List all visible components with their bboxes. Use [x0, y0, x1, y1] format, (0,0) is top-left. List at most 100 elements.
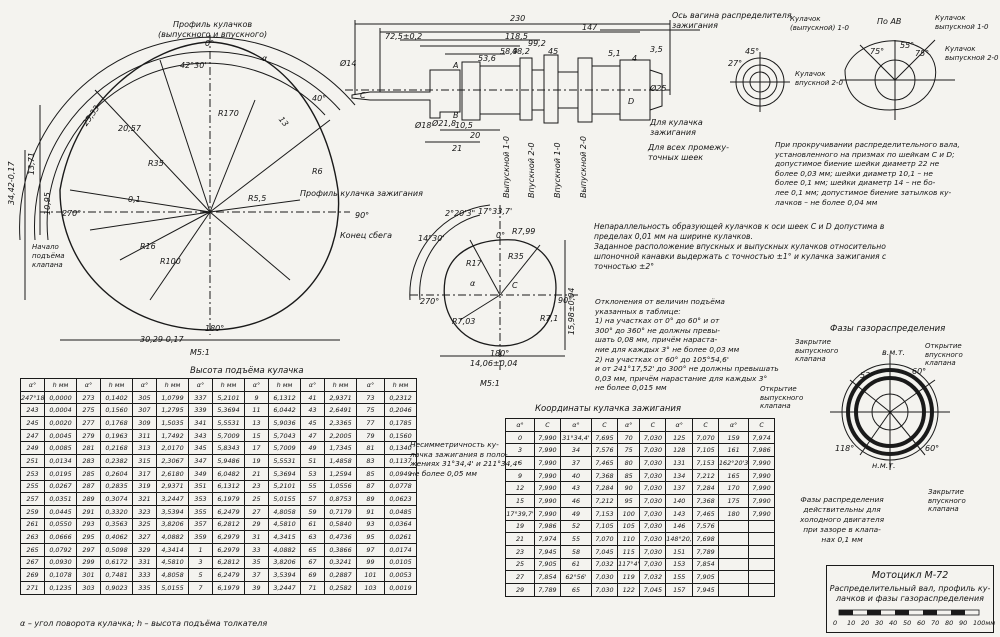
- lift-table-cell: 307: [132, 403, 157, 418]
- ign-table-cell: 23: [504, 544, 536, 559]
- parallelism-note: Непараллельность образующей кулачков к о…: [594, 222, 887, 271]
- lift-table-cell: 0,1560: [384, 428, 417, 443]
- ign-table-cell: 7,974: [534, 532, 561, 546]
- ign-table-cell: 7,030: [639, 506, 667, 521]
- cam-dim: α: [262, 54, 268, 63]
- ign-table-cell: 153: [665, 557, 694, 572]
- title-block: Мотоцикл М-72 Распределительный вал, про…: [826, 565, 995, 633]
- phase-angle: 60°: [912, 367, 927, 376]
- shaft-dim: Ø21,8: [432, 119, 457, 128]
- ign-table-cell: 7,945: [692, 582, 719, 597]
- ign-table-cell: 131: [665, 456, 694, 470]
- lift-table-cell: 0,0792: [44, 542, 77, 557]
- cam-label-vertical: Выпускной 1-0: [502, 136, 511, 198]
- ign-table-cell: 7,990: [534, 506, 561, 521]
- lift-table-cell: 71: [300, 581, 325, 595]
- ign-table-cell: 7,368: [591, 468, 618, 483]
- ign-table-cell: 49: [559, 506, 593, 521]
- ign-table-cell: 7,030: [591, 570, 618, 584]
- ign-table-cell: 161: [717, 443, 750, 458]
- lift-table-cell: 0,0195: [44, 466, 77, 481]
- lift-table-cell: 0,0020: [44, 416, 77, 430]
- lift-table-cell: 0,7179: [324, 504, 357, 519]
- lift-table-cell: 4,5810: [268, 517, 301, 532]
- lift-table-cell: 0,1963: [100, 428, 133, 443]
- lift-table-cell: 303: [76, 581, 101, 595]
- lift-table-cell: 87: [356, 479, 385, 494]
- lift-table-cell: 299: [76, 555, 101, 570]
- lift-table-cell: 343: [188, 428, 213, 443]
- cam-label-vertical: Выпускной 2-0: [579, 136, 588, 198]
- cam-dim: 13,71: [27, 152, 36, 175]
- ign-table-cell: 15: [504, 494, 536, 508]
- ign-table-cell: 148°20,6': [665, 532, 694, 546]
- ign-dim: 17°33,7': [478, 207, 513, 216]
- ign-table-cell: 7,990: [534, 443, 561, 458]
- lift-table-cell: 99: [356, 555, 385, 570]
- shaft-letter: A: [453, 61, 459, 70]
- ign-table-cell: 7,990: [748, 468, 775, 483]
- lift-table-cell: 27: [244, 504, 269, 519]
- lift-table-cell: 339: [188, 403, 213, 418]
- cam-dim: 34,42-0,17: [7, 161, 16, 205]
- ign-table-cell: 7,854: [692, 557, 719, 572]
- lift-table-cell: 0,0445: [44, 504, 77, 519]
- lift-table-cell: 0,1402: [100, 390, 133, 405]
- ign-table-cell: 7,576: [692, 519, 719, 534]
- ign-table-cell: [748, 544, 775, 559]
- ign-table-cell: 7,465: [591, 456, 618, 470]
- ign-table-cell: [717, 519, 750, 534]
- lift-table-cell: 5,7009: [212, 428, 245, 443]
- lift-table-cell: 5,0155: [268, 492, 301, 506]
- lift-table-cell: 0,9023: [100, 581, 133, 595]
- lift-table-cell: 5,9036: [268, 416, 301, 430]
- ign-table-cell: [748, 519, 775, 534]
- lift-table-cell: 3,2447: [268, 581, 301, 595]
- lift-table-cell: 0,2835: [100, 479, 133, 494]
- lift-table-cell: 0,1137: [384, 454, 417, 468]
- lift-table-cell: 79: [356, 428, 385, 443]
- lift-table-cell: 247°18: [20, 390, 45, 405]
- ign-dim: C: [512, 281, 518, 290]
- ign-table-cell: 29: [504, 582, 536, 597]
- ign-table-cell: 25: [504, 557, 536, 572]
- shaft-dim: 10,5: [455, 121, 473, 130]
- cam-profile-title: Профиль кулачков (выпускного и впускного…: [158, 20, 268, 39]
- ign-table-cell: 134: [665, 468, 694, 483]
- lift-table-cell: 0,0261: [384, 530, 417, 544]
- section-angle: 75°: [870, 47, 885, 56]
- lift-table-cell: 0,0778: [384, 479, 417, 494]
- ign-table-cell: 7,990: [534, 481, 561, 496]
- scale-tick-label: 80: [945, 619, 954, 627]
- lift-table-cell: 267: [20, 555, 45, 570]
- ign-table-cell: 115: [616, 544, 641, 559]
- ign-dim: 2°20'3": [445, 209, 476, 218]
- lift-table-cell: 0,2604: [100, 466, 133, 481]
- phase-angle: 60°: [925, 444, 940, 453]
- ign-dim: R7,1: [540, 314, 559, 323]
- ign-table-cell: 122: [616, 582, 641, 597]
- lift-table-cell: 3,5394: [156, 504, 189, 519]
- ign-table-cell: 157: [665, 582, 694, 597]
- lift-table-cell: 47: [300, 428, 325, 443]
- ign-table-cell: 7,030: [639, 519, 667, 534]
- lift-table-cell: 311: [132, 428, 157, 443]
- ign-table-cell: 27: [504, 570, 536, 584]
- ign-table-cell: 165: [717, 468, 750, 483]
- ign-table-cell: 7,153: [692, 456, 719, 470]
- lift-table-cell: 251: [20, 454, 45, 468]
- ign-table-cell: 3: [504, 443, 536, 458]
- lift-table-cell: 57: [300, 492, 325, 506]
- ign-table-cell: 117°4': [616, 557, 641, 572]
- ign-table-cell: 7,990: [534, 494, 561, 508]
- ign-table-header-cell: C: [692, 418, 719, 432]
- shaft-dim: Ø25: [650, 84, 667, 93]
- ign-table-cell: 7,284: [591, 481, 618, 496]
- lift-table-cell: 49: [300, 441, 325, 456]
